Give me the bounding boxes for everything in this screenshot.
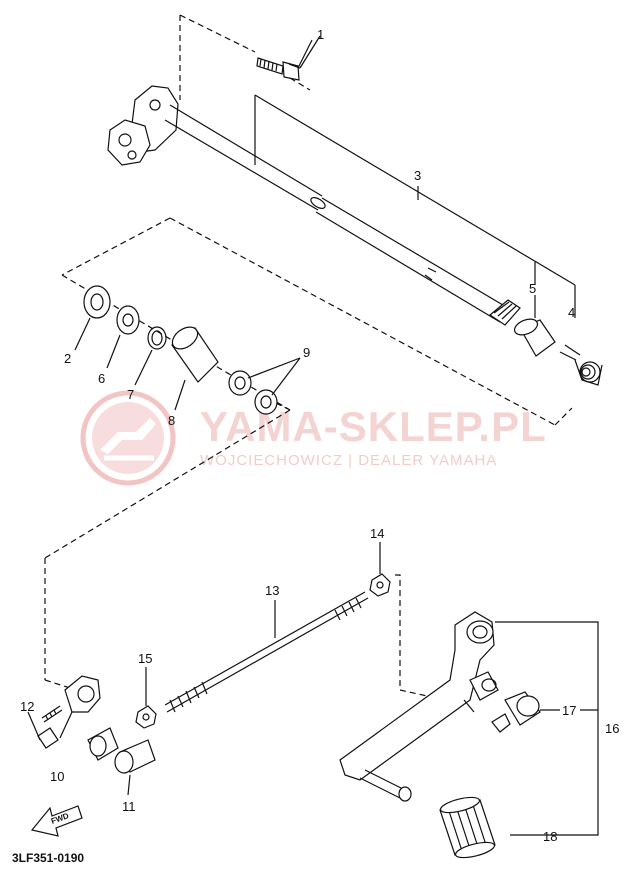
- diagram-code: 3LF351-0190: [12, 851, 85, 865]
- callout-14: 14: [370, 526, 385, 541]
- part-12-bolt: [37, 705, 63, 749]
- leader-12: [27, 711, 41, 741]
- part-7-circlip: [147, 326, 167, 350]
- callout-8: 8: [168, 413, 176, 428]
- watermark-subtitle: WOJCIECHOWICZ | DEALER YAMAHA: [200, 452, 498, 469]
- callout-6: 6: [98, 371, 106, 386]
- part-3-shift-shaft: [107, 85, 521, 326]
- leader-lines-top: [74, 35, 576, 411]
- part-4-spring: [559, 344, 603, 386]
- part-10-rod-end: [59, 675, 101, 739]
- watermark-logo-icon: [80, 390, 176, 486]
- part-17-bolt: [491, 691, 541, 733]
- callout-17: 17: [562, 703, 577, 718]
- bracket-part-3: [254, 94, 576, 305]
- part-11-joints: [87, 727, 156, 796]
- part-13-shift-rod: [164, 591, 369, 713]
- bracket-part-16: [495, 621, 599, 836]
- callout-13: 13: [265, 583, 280, 598]
- callout-11: 11: [122, 799, 136, 814]
- part-9-collars: [228, 370, 278, 415]
- callout-5: 5: [529, 281, 537, 296]
- callout-1: 1: [317, 27, 325, 42]
- fwd-arrow-icon: [30, 805, 83, 837]
- callout-7: 7: [127, 387, 135, 402]
- part-8-bushing: [171, 326, 219, 383]
- top-group-guide-lines: [61, 14, 573, 426]
- part-6-washer: [116, 305, 140, 335]
- part-16-shift-pedal: [339, 611, 499, 802]
- part-2-oil-seal: [83, 285, 111, 319]
- callout-2: 2: [64, 351, 72, 366]
- part-18-pedal-rubber: [439, 796, 496, 859]
- callout-4: 4: [568, 305, 576, 320]
- callout-9: 9: [303, 345, 311, 360]
- callout-18: 18: [543, 829, 558, 844]
- part-14-nut: [369, 542, 391, 597]
- bottom-group-guide-lines: [44, 409, 446, 701]
- callout-15: 15: [138, 651, 153, 666]
- part-1-bolt: [256, 57, 301, 81]
- callout-16: 16: [605, 721, 620, 736]
- watermark-title: YAMA-SKLEP.PL: [200, 403, 547, 450]
- callout-10: 10: [50, 769, 65, 784]
- part-15-nut: [135, 667, 157, 729]
- part-5-collar: [513, 318, 556, 357]
- callout-12: 12: [20, 699, 35, 714]
- callout-3: 3: [414, 168, 422, 183]
